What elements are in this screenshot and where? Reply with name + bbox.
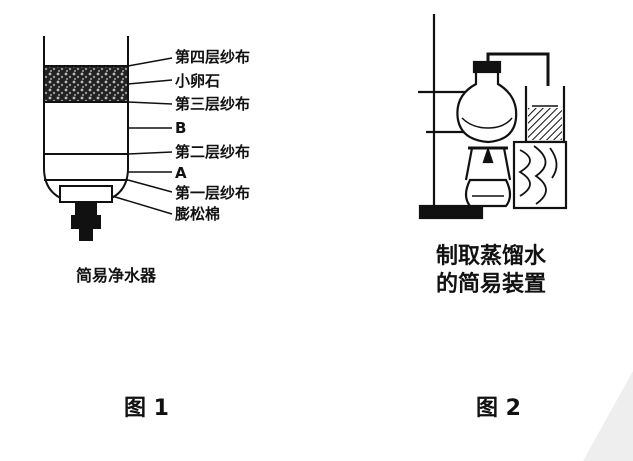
- label-layer3-gauze: 第三层纱布: [175, 95, 251, 113]
- label-layer4-gauze: 第四层纱布: [175, 48, 251, 66]
- figure2-label: 图 2: [476, 396, 521, 421]
- label-a: A: [175, 164, 187, 182]
- alcohol-lamp: [464, 178, 512, 208]
- label-b: B: [175, 119, 187, 137]
- cotton-plug: [59, 185, 113, 203]
- wooden-block: [512, 140, 568, 210]
- label-layer1-gauze: 第一层纱布: [175, 184, 251, 202]
- label-layer2-gauze: 第二层纱布: [175, 143, 251, 161]
- outlet-tap: [71, 202, 101, 241]
- water-purifier: [43, 36, 173, 241]
- figure1-caption: 简易净水器: [76, 266, 157, 285]
- distillation-apparatus: [418, 14, 568, 220]
- label-cotton: 膨松棉: [175, 205, 221, 223]
- corner-watermark: [583, 371, 633, 461]
- figure2-caption-line1: 制取蒸馏水: [436, 244, 547, 269]
- figure2-caption-line2: 的简易装置: [436, 272, 547, 297]
- pebble-layer: [45, 66, 127, 102]
- label-pebbles: 小卵石: [175, 72, 221, 90]
- figure1-label: 图 1: [124, 396, 169, 421]
